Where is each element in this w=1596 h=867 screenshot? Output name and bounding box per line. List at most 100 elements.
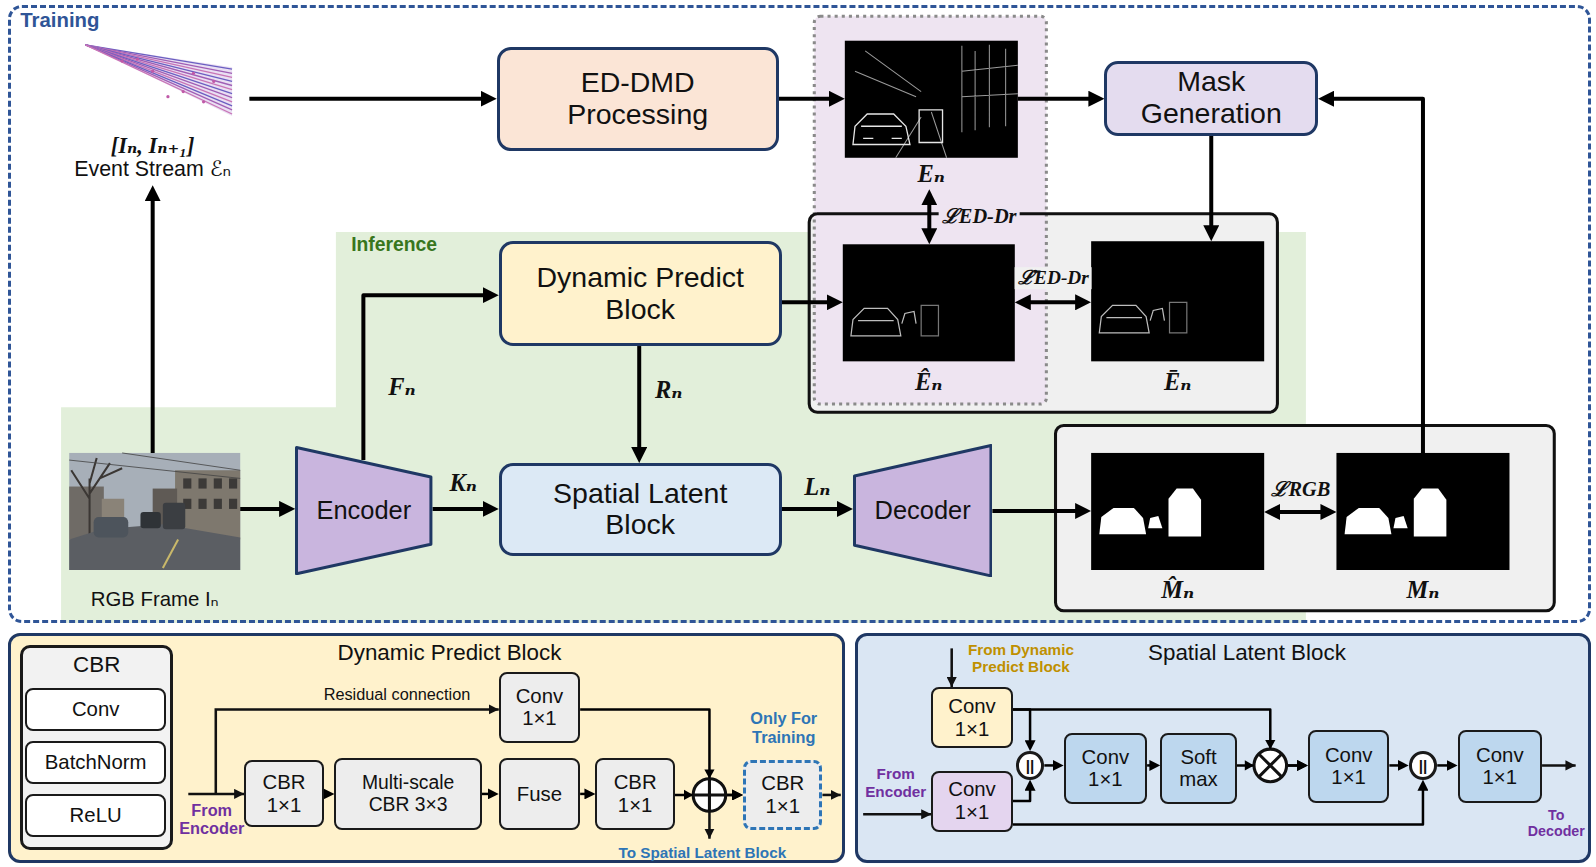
box-label: Spatial Latent Block xyxy=(521,478,760,542)
box-label: || xyxy=(1026,758,1035,773)
mask-loss-panel xyxy=(1056,425,1555,610)
region-title: Inference xyxy=(351,234,437,256)
box-label: Conv 1×1 xyxy=(516,685,564,731)
layer-box: Conv xyxy=(25,688,165,731)
output-label: To Spatial Latent Block xyxy=(618,844,786,861)
box-label: BatchNorm xyxy=(45,751,147,774)
layer-box: Conv 1×1 xyxy=(1458,730,1542,803)
edge-label: Kₙ xyxy=(446,470,479,497)
label-anchor: To Spatial Latent Block xyxy=(618,844,786,861)
region-title: Training xyxy=(20,9,99,32)
edge-label: ℒRGB xyxy=(1268,477,1333,500)
connector-arrow xyxy=(240,507,284,511)
connector-arrow xyxy=(482,793,491,796)
image-label: [Iₙ, Iₙ₊₁] xyxy=(111,133,195,158)
label-anchor: To Decoder xyxy=(1528,808,1585,840)
predicted-event-map: Êₙ xyxy=(843,244,1015,397)
detail-panel: Spatial Latent BlockConv 1×1Conv 1×1||Co… xyxy=(855,633,1591,863)
box-label: Conv 1×1 xyxy=(1476,744,1524,790)
connector-arrow xyxy=(1275,510,1325,514)
connectors xyxy=(153,99,1450,825)
edge-label: Fₙ xyxy=(385,373,418,400)
connector-arrow xyxy=(782,507,842,511)
box-label: Decoder xyxy=(875,496,971,525)
box-label: Conv 1×1 xyxy=(948,695,996,741)
edge-label-anchor: Rₙ xyxy=(652,376,685,403)
box-label: CBR 1×1 xyxy=(262,771,305,817)
label-anchor: From Dynamic Predict Block xyxy=(960,641,1082,675)
edge-label-anchor: Lₙ xyxy=(801,473,833,500)
connector-arrow xyxy=(927,200,931,233)
edge-label-anchor: ℒ̄ED-Dr xyxy=(1015,267,1092,289)
process-box: Spatial Latent Block xyxy=(499,463,782,556)
layer-box: CBR 1×1 xyxy=(595,758,674,829)
artwork-group xyxy=(8,16,1591,863)
layer-box: BatchNorm xyxy=(25,741,165,784)
training-region: Training [Iₙ, Iₙ₊₁]Event Stream ℰₙ ED-DMD … xyxy=(8,5,1591,623)
detail-panel: Dynamic Predict Block CBR ConvBatchNormReL… xyxy=(8,633,845,863)
process-box: ED-DMD Processing xyxy=(497,47,779,151)
box-label: CBR 1×1 xyxy=(761,772,804,818)
connector-arrow xyxy=(1147,764,1153,767)
image-label: M̂ₙ xyxy=(1161,576,1194,603)
input-label: From Dynamic Predict Block xyxy=(960,641,1082,675)
output-label: To Decoder xyxy=(1528,808,1585,840)
edge-label-anchor: ℒRGB xyxy=(1268,477,1333,500)
process-box: Mask Generation xyxy=(1104,61,1318,136)
rgb-frame: RGB Frame Iₙ xyxy=(69,453,240,613)
box-label: || xyxy=(1419,758,1428,773)
event-stream-illustration xyxy=(85,45,232,116)
connector-arrow xyxy=(433,507,488,511)
edge-label: Lₙ xyxy=(801,473,833,500)
predicted-mask: M̂ₙ xyxy=(1091,453,1264,606)
image-label: Eₙ xyxy=(918,160,945,187)
region-title: CBR xyxy=(73,652,120,677)
box-label: Conv 1×1 xyxy=(1325,744,1373,790)
label-anchor: Only For Training xyxy=(743,709,824,746)
box-label: Conv xyxy=(72,698,120,721)
layer-box: Multi-scale CBR 3×3 xyxy=(334,758,481,829)
predicted-event-image xyxy=(843,244,1015,361)
label-anchor: Residual connection xyxy=(324,685,471,703)
connector-arrow xyxy=(324,793,327,796)
region-title: Dynamic Predict Block xyxy=(338,640,562,665)
box-label: ED-DMD Processing xyxy=(531,67,745,131)
concat-node: || xyxy=(1016,751,1045,780)
region-title: Spatial Latent Block xyxy=(1148,640,1346,665)
box-label: Fuse xyxy=(517,783,562,806)
predicted-mask-image xyxy=(1091,453,1264,570)
box-label: Conv 1×1 xyxy=(1082,746,1130,792)
masked-event-image xyxy=(1091,241,1264,361)
connector-arrow xyxy=(782,300,832,304)
image-label: Ēₙ xyxy=(1164,368,1191,395)
legend-fill xyxy=(20,645,173,850)
layer-box: Conv 1×1 xyxy=(499,672,580,743)
encoder-trapezoid: Encoder xyxy=(295,446,432,575)
box-label: Conv 1×1 xyxy=(948,778,996,824)
event-stream: [Iₙ, Iₙ₊₁]Event Stream ℰₙ xyxy=(56,39,249,186)
image-label: Êₙ xyxy=(915,368,942,395)
connector-arrow xyxy=(779,97,834,101)
layer-box: Conv 1×1 xyxy=(1064,733,1147,804)
connector-arrow xyxy=(1389,764,1401,767)
trapezoid-outline xyxy=(297,447,431,573)
edge-label-anchor: ℒED-Dr xyxy=(939,204,1020,227)
layer-box: Soft max xyxy=(1160,733,1236,804)
connector-arrow xyxy=(580,793,588,796)
event-frame-image xyxy=(845,41,1018,158)
layer-box: Conv 1×1 xyxy=(931,687,1012,748)
input-label: From Encoder xyxy=(179,801,244,838)
legend-box: CBR ConvBatchNormReLU xyxy=(20,645,173,850)
connector-arrow xyxy=(249,97,485,101)
layer-box: ReLU xyxy=(25,794,165,837)
edge-label-anchor: Kₙ xyxy=(446,470,479,497)
io-wires xyxy=(188,648,1575,838)
add-symbol xyxy=(684,769,726,811)
box-label: Mask Generation xyxy=(1117,66,1305,130)
rgb-photo xyxy=(69,453,240,570)
box-label: Encoder xyxy=(316,496,411,525)
connector-arrow xyxy=(992,509,1080,513)
concat-node: || xyxy=(1409,751,1438,780)
edge-label: ℒ̄ED-Dr xyxy=(1015,267,1092,289)
